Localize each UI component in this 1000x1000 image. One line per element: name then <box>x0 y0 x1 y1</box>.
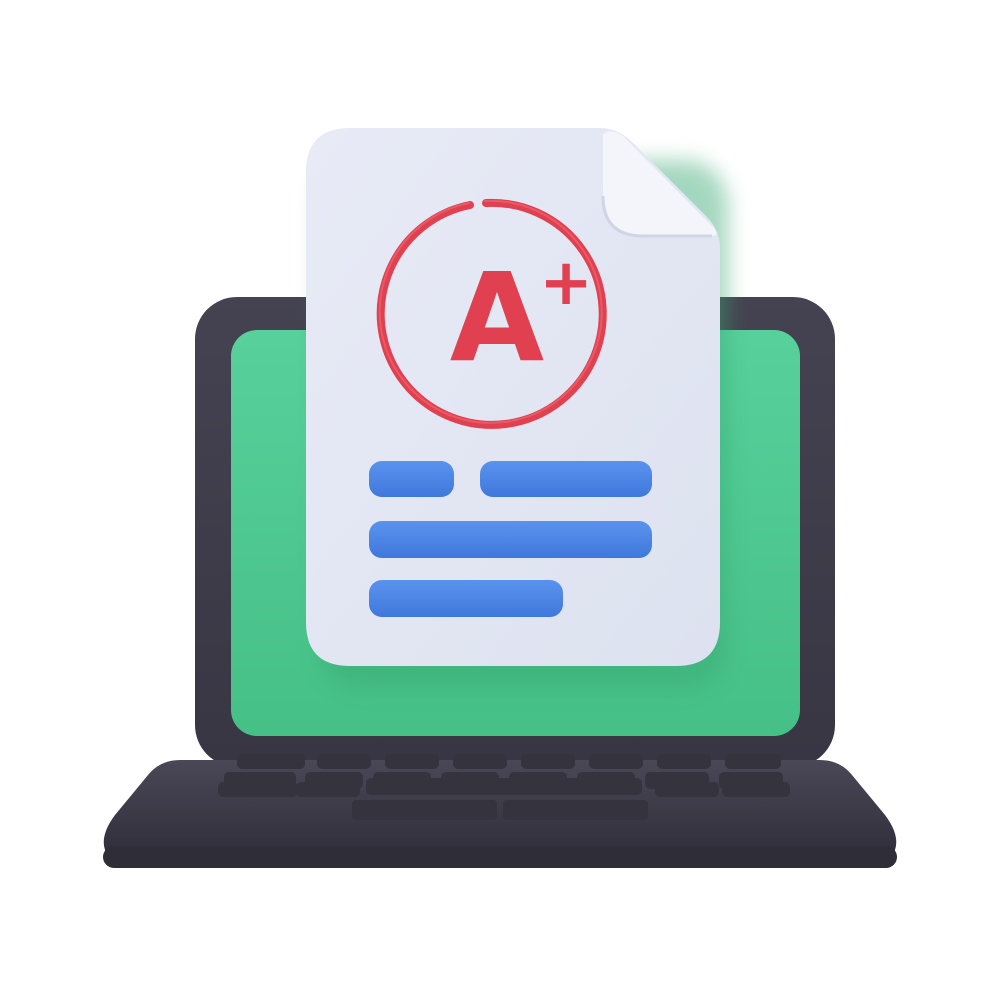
laptop-base-edge <box>103 846 897 868</box>
grade-letter: A <box>450 247 544 389</box>
text-line <box>480 461 652 497</box>
key <box>218 782 298 797</box>
document-icon: A + <box>306 128 720 666</box>
key <box>453 754 507 769</box>
text-line <box>369 461 454 497</box>
grade-circle-highlight <box>378 199 603 424</box>
key <box>521 754 575 769</box>
key <box>296 782 360 797</box>
trackpad-left <box>352 800 497 820</box>
key <box>366 778 642 795</box>
key <box>722 782 790 797</box>
key <box>589 754 643 769</box>
keyboard <box>218 754 790 820</box>
text-line <box>369 580 563 617</box>
grade-circle-icon <box>376 198 607 429</box>
key <box>657 754 711 769</box>
key <box>317 754 371 769</box>
document-text-lines <box>369 461 652 617</box>
key <box>655 782 719 797</box>
key <box>725 754 781 769</box>
grade-plus: + <box>539 246 593 320</box>
key <box>385 754 439 769</box>
text-line <box>369 521 652 558</box>
key <box>237 754 305 769</box>
document-fold <box>603 131 717 236</box>
document-fold-edge <box>601 195 712 238</box>
trackpad-right <box>503 800 648 820</box>
